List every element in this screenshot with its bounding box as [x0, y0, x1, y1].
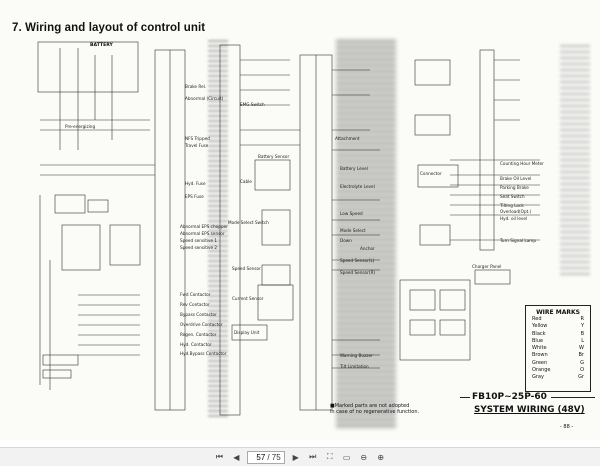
warning-buzzer-label: Warning Buzzer: [340, 353, 373, 358]
system-wiring-title: SYSTEM WIRING (48V): [474, 405, 585, 415]
battery-level-label: Battery Level: [340, 166, 368, 171]
battery-label: BATTERY: [90, 42, 113, 48]
speed-sensor-label: Speed Sensor: [232, 266, 261, 271]
speed-sensitive-1-label: Speed sensitive 1: [180, 238, 217, 243]
last-page-icon[interactable]: ⏭: [309, 452, 317, 461]
prev-page-icon[interactable]: ◀: [233, 452, 240, 462]
hyd-fuse-label: Hyd. Fuse: [185, 181, 206, 186]
total-pages: / 75: [267, 452, 281, 462]
legend-title: WIRE MARKS: [536, 309, 580, 316]
charger-panel-label: Charger Panel: [472, 264, 501, 269]
current-sensor-label: Current Sensor: [232, 296, 264, 301]
first-page-icon[interactable]: ⏮: [215, 452, 223, 461]
speed-sensitive-2-label: Speed sensitive 2: [180, 245, 217, 250]
travel-fuse-label: Travel Fuse: [184, 143, 209, 148]
fit-page-icon[interactable]: ⛶: [326, 452, 333, 461]
page-indicator: / 75: [247, 450, 285, 464]
seat-switch-label: Seat Switch: [500, 194, 525, 199]
document-page: 7. Wiring and layout of control unit: [12, 22, 595, 430]
abnormal-circuit-label: Abnormal (Circuit): [185, 96, 224, 101]
regen-contactor-label: Regen. Contactor: [180, 332, 217, 337]
counting-hour-meter-label: Counting Hour Meter: [500, 161, 544, 166]
brake-oil-level-label: Brake Oil Level: [500, 176, 531, 181]
electrolyte-level-label: Electrolyte Level: [340, 184, 375, 189]
parking-brake-label: Parking Brake: [500, 185, 529, 190]
battery-sensor-label: Battery Sensor: [258, 154, 289, 159]
pre-energizing-label: Pre-energizing: [65, 124, 95, 129]
brake-relay-label: Brake Rel.: [185, 84, 206, 89]
down-label: Down: [340, 238, 352, 243]
overdrive-contactor-label: Overdrive Contactor: [180, 322, 223, 327]
bypass-contactor-label: Bypass Contactor: [180, 312, 217, 317]
pdf-viewer-toolbar: ⏮ ◀ / 75 ▶ ⏭ ⛶ ▭ ⊖ ⊕: [0, 447, 600, 466]
hyd-contactor-label: Hyd. Contactor: [180, 342, 212, 347]
page-number-input[interactable]: [251, 452, 266, 462]
cable-label: Cable: [240, 179, 252, 184]
zoom-in-icon[interactable]: ⊕: [377, 452, 385, 462]
abn-eps-sensor-label: Abnormal EPS sensor: [180, 231, 225, 236]
hyd-bypass-contactor-label: Hyd.Bypass Contactor: [180, 351, 227, 356]
tilting-lock-label: Tilting Lock: [499, 203, 524, 208]
footnote: ■Marked parts are not adopted in case of…: [330, 403, 420, 415]
fit-width-icon[interactable]: ▭: [342, 452, 351, 462]
attachment-label: Attachment: [335, 136, 360, 141]
speed-sensor-r-label: Speed Sensor(R): [340, 270, 375, 275]
fwd-contactor-label: Fwd Contactor: [180, 292, 211, 297]
page-number: - 88 -: [560, 424, 574, 430]
emg-switch-label: EMG Switch: [240, 102, 265, 107]
turn-signal-lamp-label: Turn Signal Lamp: [499, 238, 536, 243]
nfs-tripped-label: NFS Tripped: [185, 136, 210, 141]
model-label: FB10P~25P-60: [460, 392, 595, 402]
connector-label: Connector: [420, 171, 442, 176]
mode-select-label: Mode Select: [340, 228, 366, 233]
anchor-label: Anchor: [360, 246, 375, 251]
tilt-limitation-label: Tilt Limitation: [339, 364, 369, 369]
rev-contactor-label: Rev Contactor: [180, 302, 210, 307]
zoom-out-icon[interactable]: ⊖: [360, 452, 368, 462]
eps-fuse-label: EPS Fuse: [185, 194, 204, 199]
overload-label: Overload(Opt.): [500, 209, 532, 214]
mode-select-switch-label: Mode Select Switch: [228, 220, 269, 225]
display-unit-label: Display Unit: [234, 330, 260, 335]
low-speed-label: Low Speed: [340, 211, 363, 216]
wiring-diagram: BATTERY Brake Rel. Abnormal (Circuit) Pr…: [37, 41, 544, 416]
hyd-oil-level-label: Hyd. oil level: [500, 216, 527, 221]
speed-sensor-l-label: Speed Sensor(L): [340, 258, 375, 263]
next-page-icon[interactable]: ▶: [292, 452, 299, 462]
abn-eps-chopper-label: Abnormal EPS chopper: [180, 224, 228, 229]
page-title: 7. Wiring and layout of control unit: [12, 22, 206, 34]
